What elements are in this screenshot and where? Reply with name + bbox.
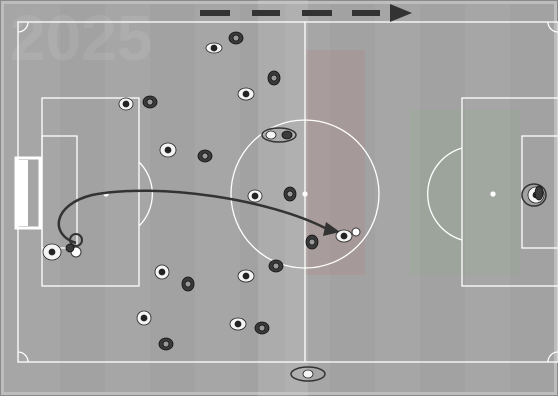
away-player[interactable] [269, 260, 283, 272]
home-player[interactable] [230, 318, 246, 330]
home-player[interactable] [303, 370, 313, 378]
away-player[interactable] [229, 32, 243, 44]
away-player[interactable] [535, 186, 543, 200]
watermark-text: 2025 [10, 2, 152, 74]
away-player[interactable] [255, 322, 269, 334]
home-player[interactable] [155, 265, 169, 279]
away-player[interactable] [143, 96, 157, 108]
home-player[interactable] [206, 43, 222, 53]
away-player[interactable] [284, 187, 296, 201]
home-player[interactable] [238, 270, 254, 282]
home-player[interactable] [336, 230, 352, 242]
home-player[interactable] [137, 311, 151, 325]
home-player[interactable] [248, 190, 262, 202]
away-player[interactable] [159, 338, 173, 350]
away-player[interactable] [268, 71, 280, 85]
away-player[interactable] [198, 150, 212, 162]
away-player[interactable] [282, 131, 292, 139]
home-player[interactable] [160, 143, 176, 157]
away-player[interactable] [66, 244, 74, 252]
home-player[interactable] [238, 88, 254, 100]
home-player[interactable] [266, 131, 276, 139]
home-player[interactable] [119, 98, 133, 110]
away-player[interactable] [306, 235, 318, 249]
home-player[interactable] [43, 244, 61, 260]
away-player[interactable] [182, 277, 194, 291]
